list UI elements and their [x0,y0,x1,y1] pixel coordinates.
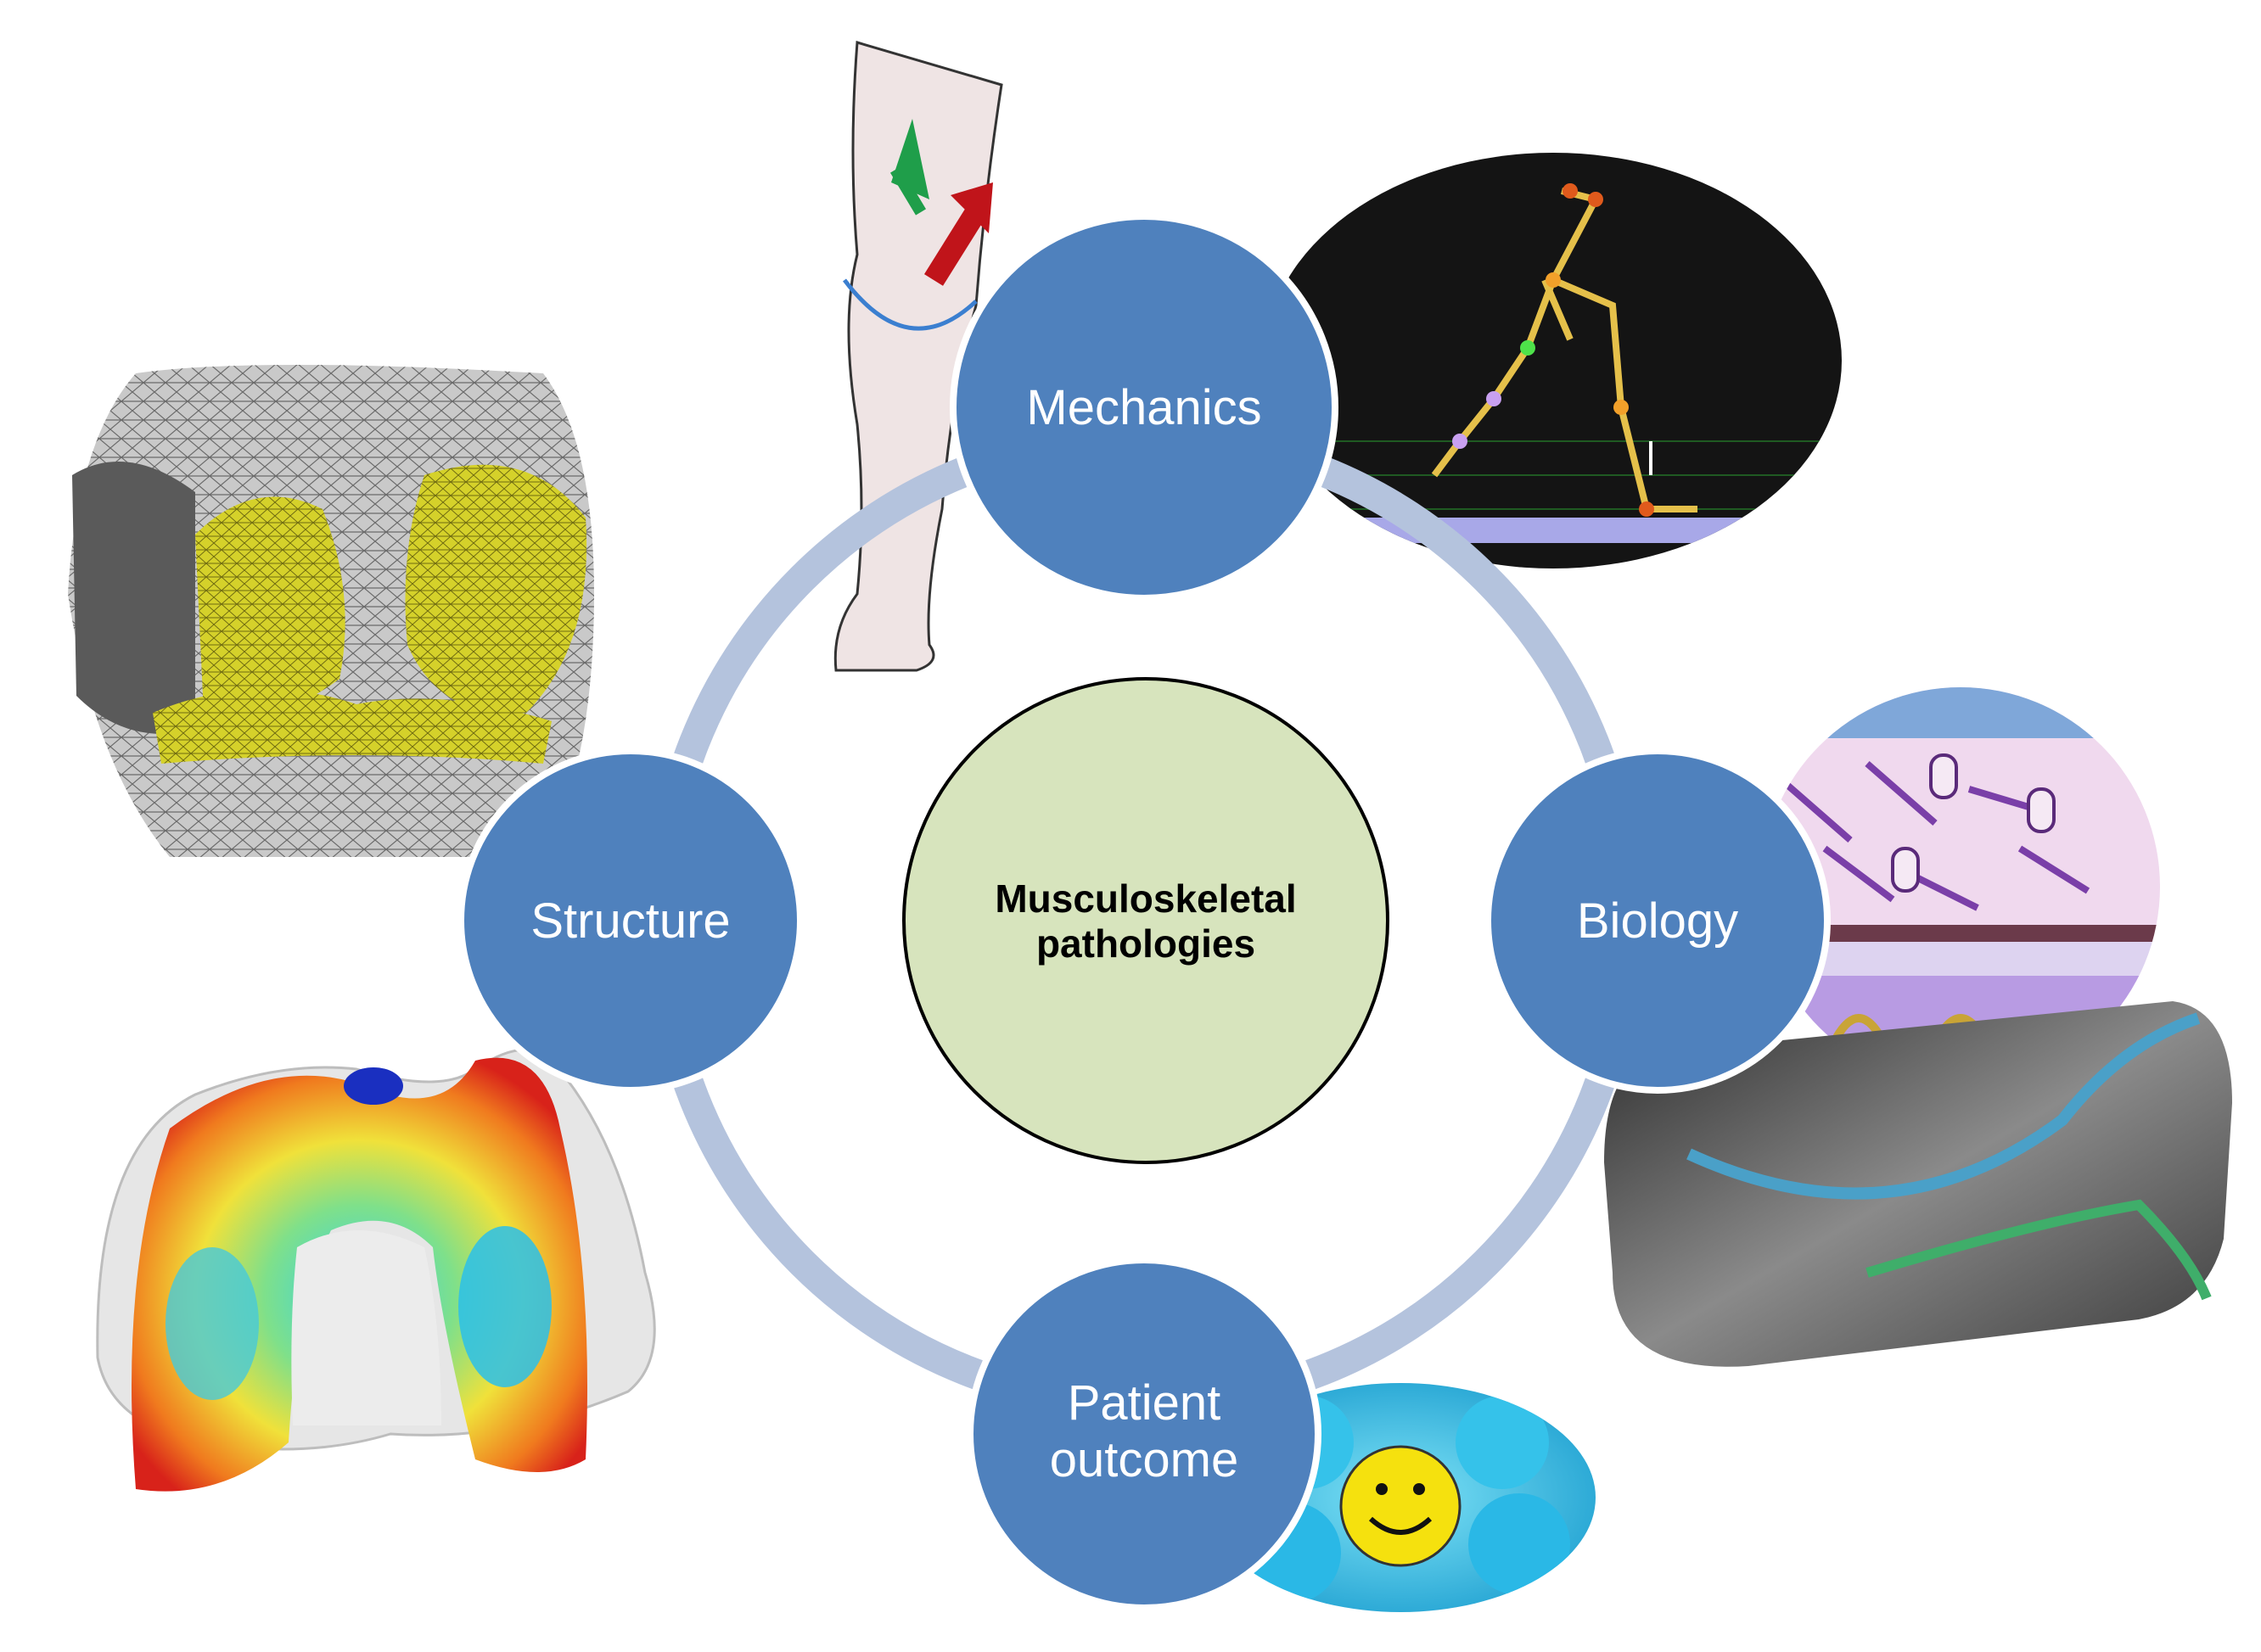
patient-outcome-label-line2: outcome [1050,1432,1238,1487]
center-label-line2: pathologies [1036,921,1255,966]
mechanics-label: Mechanics [1026,380,1261,435]
center-label-line1: Musculoskeletal [995,876,1296,921]
structure-label: Structure [530,893,730,949]
structure-node: Structure [457,748,804,1094]
patient-outcome-label-line1: Patient [1068,1375,1221,1431]
mri-image [1604,1001,2232,1367]
patient-outcome-node: Patient outcome [967,1257,1321,1611]
biology-label: Biology [1577,893,1738,949]
cartilage-map-image [96,1048,656,1492]
center-node: Musculoskeletal pathologies [902,677,1389,1164]
knee-mesh-image [68,365,594,857]
biology-node: Biology [1484,748,1831,1094]
gait-model-image [1265,153,1842,568]
mechanics-node: Mechanics [950,213,1338,602]
